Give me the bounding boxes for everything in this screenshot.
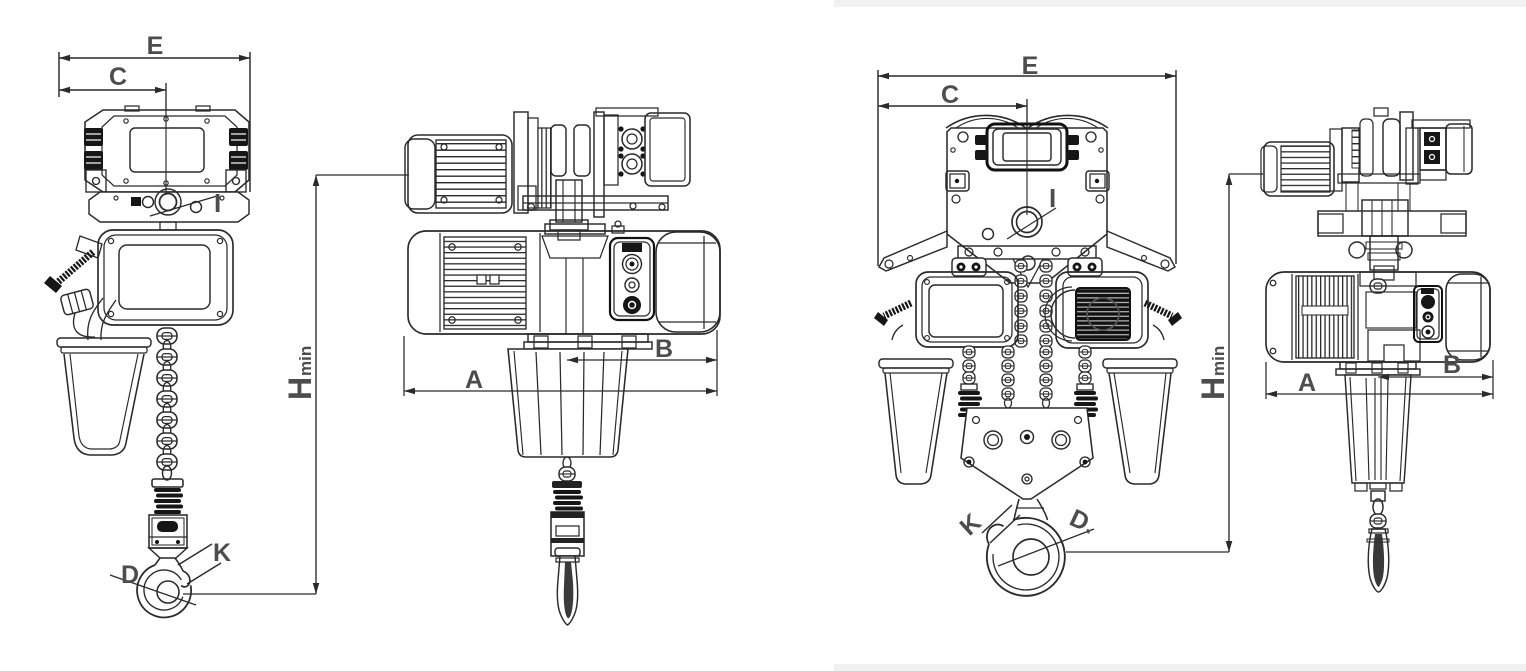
svg-text:min: min bbox=[1209, 346, 1228, 376]
svg-text:A: A bbox=[1298, 369, 1316, 397]
svg-text:K: K bbox=[213, 539, 231, 567]
svg-text:H: H bbox=[1195, 377, 1231, 400]
svg-text:E: E bbox=[1022, 52, 1039, 80]
svg-text:H: H bbox=[282, 377, 318, 400]
svg-text:I: I bbox=[214, 188, 221, 218]
svg-text:C: C bbox=[109, 63, 127, 91]
svg-text:D: D bbox=[121, 561, 139, 589]
svg-text:A: A bbox=[465, 366, 483, 394]
svg-text:I: I bbox=[1049, 183, 1056, 213]
svg-text:B: B bbox=[655, 335, 673, 363]
svg-text:min: min bbox=[296, 346, 315, 376]
svg-text:C: C bbox=[941, 81, 959, 109]
svg-text:B: B bbox=[1443, 351, 1461, 379]
svg-text:E: E bbox=[147, 32, 164, 60]
